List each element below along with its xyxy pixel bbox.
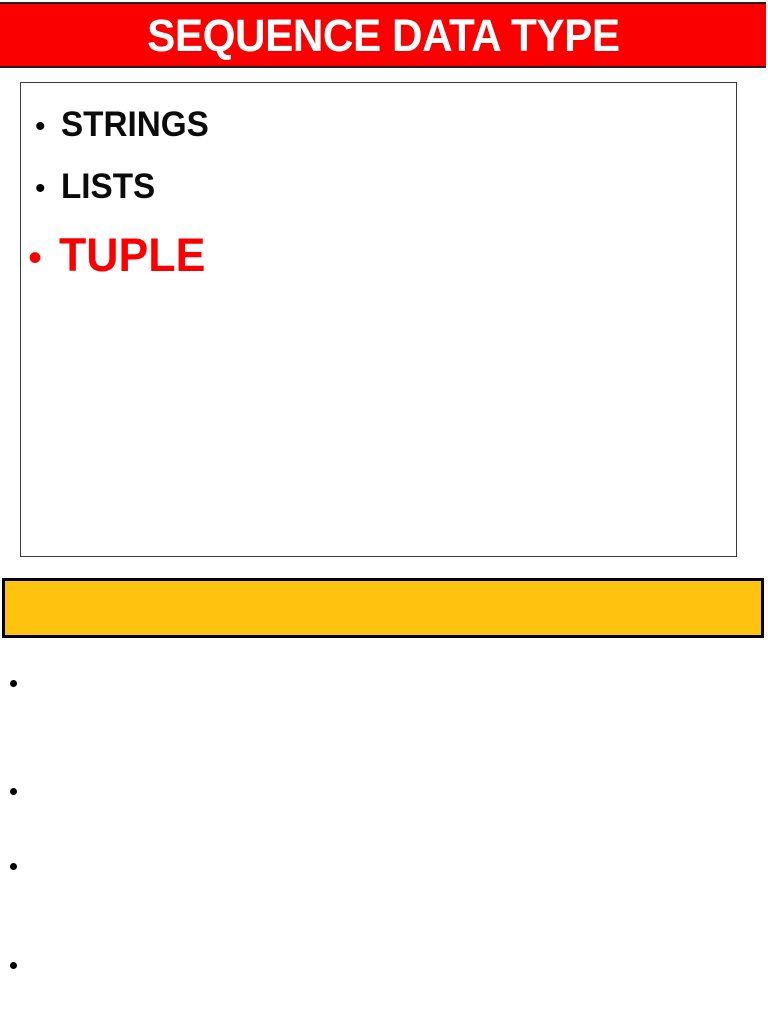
list-item-label: TUPLE (59, 228, 206, 281)
slide-two-content-area (0, 640, 768, 1024)
list-item (10, 863, 19, 872)
bullet-dot-icon: • (35, 110, 46, 143)
list-item (10, 962, 19, 971)
list-item-tuple: • TUPLE (21, 231, 736, 278)
list-item-lists: • LISTS (21, 169, 736, 204)
sequence-type-list: • STRINGS • LISTS • TUPLE (21, 107, 736, 278)
bullet-dot-icon (10, 788, 17, 795)
bullet-dot-icon (10, 962, 17, 969)
list-item-label: LISTS (61, 167, 156, 206)
slide-one-content-box: • STRINGS • LISTS • TUPLE (20, 82, 737, 557)
bullet-dot-icon (10, 680, 17, 687)
bullet-dot-icon (10, 863, 17, 870)
bullet-dot-icon: • (35, 172, 46, 205)
list-item (10, 680, 19, 689)
list-item-label: STRINGS (61, 105, 209, 144)
bullet-dot-icon: • (28, 236, 43, 280)
list-item (10, 788, 19, 797)
page-title: SEQUENCE DATA TYPE (146, 9, 620, 61)
slide-title-banner: SEQUENCE DATA TYPE (0, 2, 766, 68)
list-item-strings: • STRINGS (21, 107, 736, 142)
slide-two-header-bar (2, 578, 764, 638)
